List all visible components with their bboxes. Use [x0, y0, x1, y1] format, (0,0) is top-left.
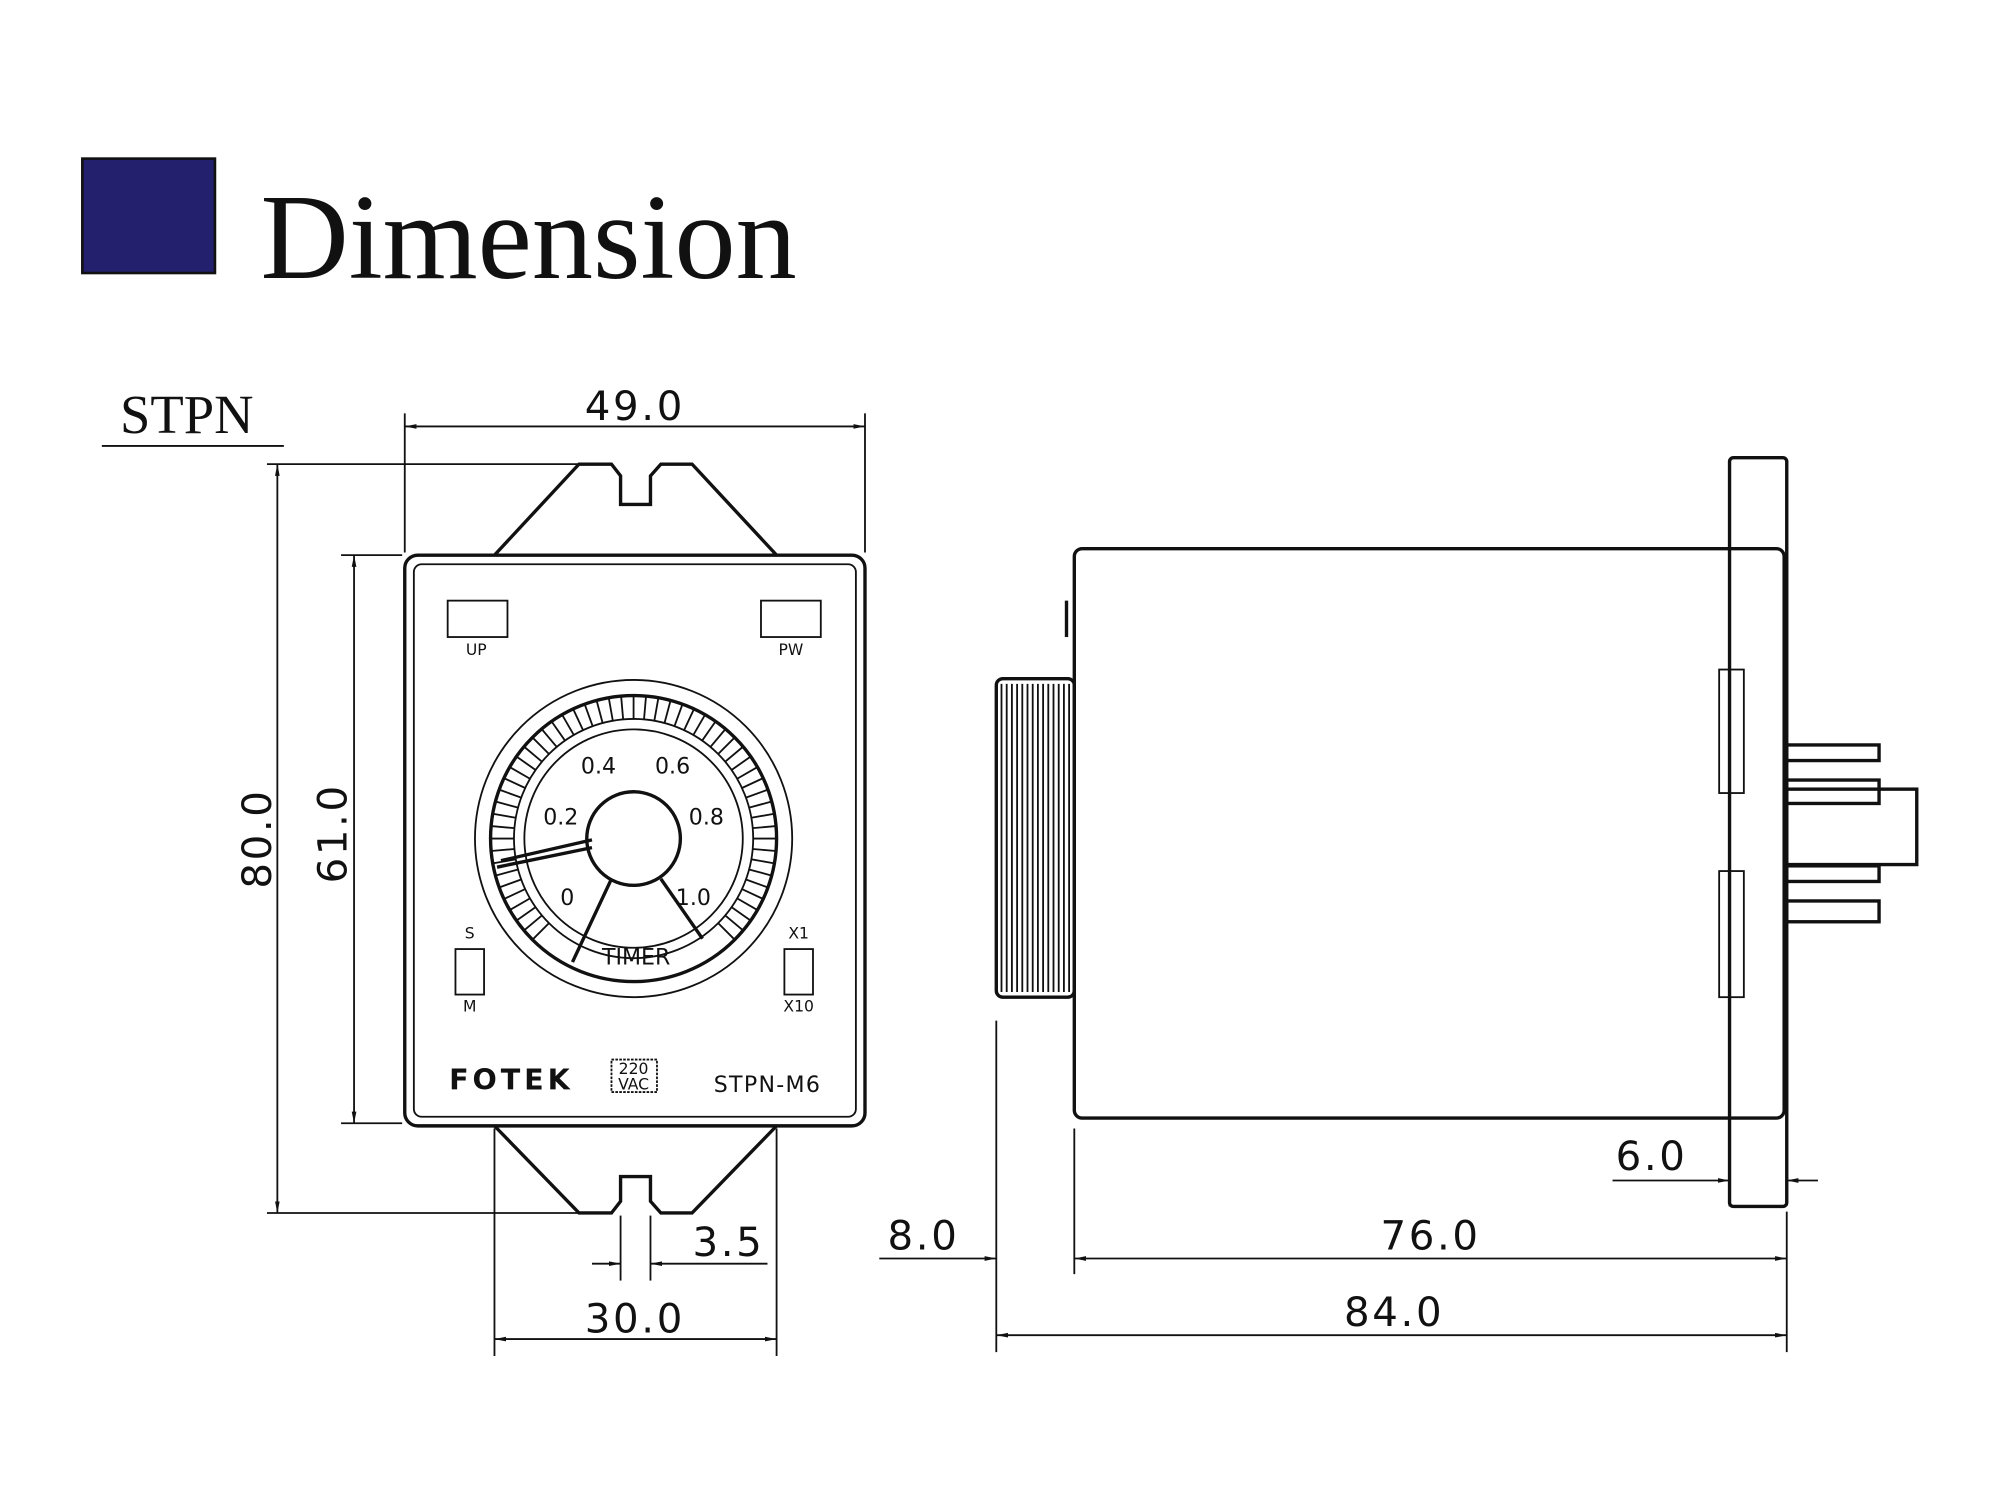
mounting-flange	[1727, 455, 1789, 1209]
side-knob	[994, 676, 1076, 999]
dim-width: 49.0	[585, 383, 685, 430]
dial-label-0: 0	[560, 885, 574, 911]
dial-tick	[498, 878, 522, 889]
dial-tick	[748, 868, 772, 877]
dim-knob: 8.0	[888, 1212, 960, 1259]
dial-tick	[540, 728, 558, 748]
dial-tick	[491, 825, 515, 830]
dial-label-0-6: 0.6	[655, 754, 690, 780]
voltage-line1: 220	[619, 1060, 649, 1078]
dial-tick	[509, 897, 531, 911]
side-view	[994, 455, 1919, 1209]
brand-logo: FOTEK	[449, 1062, 574, 1096]
dial-tick	[492, 812, 516, 819]
dial-tick	[741, 888, 764, 900]
dial-tick	[509, 766, 531, 780]
front-dimensions: 49.0 80.0 61.0 30.0 3.5	[234, 383, 866, 1356]
dial-tick	[731, 906, 752, 922]
dial-label-0-4: 0.4	[581, 754, 616, 780]
dial-tick	[515, 755, 537, 771]
dial-tick	[531, 736, 550, 755]
dial-tick	[572, 708, 584, 731]
dial-knob	[585, 790, 683, 888]
dial-tick	[498, 788, 522, 799]
side-body	[1072, 546, 1786, 1120]
up-led	[446, 599, 509, 638]
dial-tick	[748, 800, 772, 809]
voltage-line2: VAC	[618, 1075, 649, 1093]
dial-name: TIMER	[601, 945, 670, 971]
dial-tick	[531, 922, 550, 941]
dial-tick	[717, 922, 736, 941]
range-switch-left	[454, 948, 485, 996]
dial-tick	[495, 800, 519, 809]
x1-label: X1	[788, 925, 809, 943]
dial-tick	[607, 697, 614, 721]
pw-led	[760, 599, 822, 638]
dial-tick	[736, 897, 758, 911]
front-view: UP PW S M X1 X10 0 0.2 0.4 0.6 0.8 1.0 T…	[403, 462, 867, 1215]
x10-label: X10	[783, 997, 814, 1015]
dial-label-1-0: 1.0	[676, 885, 711, 911]
dial-tick	[673, 703, 684, 727]
dial-tick	[692, 714, 706, 736]
s-label: S	[465, 925, 475, 943]
dim-flange: 6.0	[1616, 1133, 1688, 1180]
dial-tick	[491, 848, 515, 852]
model-label: STPN-M6	[714, 1072, 822, 1098]
dial-tick	[751, 812, 775, 819]
dial-tick	[724, 745, 744, 763]
pw-label: PW	[778, 641, 803, 659]
dial-tick	[583, 703, 594, 727]
dial-tick	[752, 848, 777, 852]
dial-tick	[550, 720, 566, 742]
dial-tick	[701, 720, 717, 742]
dial-tick	[745, 878, 769, 889]
dial-tick	[620, 696, 625, 720]
dim-total: 84.0	[1344, 1289, 1444, 1336]
dial-tick	[561, 714, 575, 736]
top-bracket	[493, 462, 778, 557]
pins	[1785, 743, 1919, 924]
dial-tick	[663, 700, 672, 724]
dial-label-0-2: 0.2	[543, 804, 578, 830]
side-dimensions: 6.0 8.0 76.0 84.0	[879, 1020, 1818, 1353]
dim-bracket-width: 30.0	[585, 1296, 685, 1343]
title-square-icon	[81, 157, 217, 275]
bottom-bracket	[493, 1124, 778, 1215]
page-title: Dimension	[260, 170, 796, 305]
range-switch-right	[783, 948, 814, 996]
dial-label-0-8: 0.8	[689, 804, 724, 830]
dial-tick	[736, 766, 758, 780]
dial-tick	[709, 728, 727, 748]
dial-tick	[495, 868, 519, 877]
dial-tick	[515, 906, 537, 922]
dial-tick	[595, 700, 604, 724]
dial-tick	[717, 736, 736, 755]
dial-tick	[523, 914, 543, 932]
dim-height-body: 61.0	[309, 783, 356, 883]
up-label: UP	[466, 641, 487, 659]
m-label: M	[463, 997, 476, 1015]
dial-tick	[741, 777, 764, 789]
dial-tick	[503, 888, 526, 900]
dial-tick	[683, 708, 695, 731]
dial-tick	[752, 825, 777, 830]
dial-tick	[751, 858, 775, 865]
front-body	[403, 553, 867, 1128]
dial-tick	[503, 777, 526, 789]
dial-tick	[731, 755, 752, 771]
timer-dial: 0 0.2 0.4 0.6 0.8 1.0 TIMER	[474, 679, 794, 999]
dial-tick	[643, 696, 647, 720]
dial-tick	[523, 745, 543, 763]
dim-body: 76.0	[1380, 1212, 1480, 1259]
dial-tick	[653, 697, 660, 721]
dial-tick	[724, 914, 744, 932]
dial-tick	[745, 788, 769, 799]
model-heading: STPN	[120, 384, 254, 445]
dim-height-total: 80.0	[234, 788, 281, 888]
dim-slot-width: 3.5	[693, 1219, 765, 1266]
